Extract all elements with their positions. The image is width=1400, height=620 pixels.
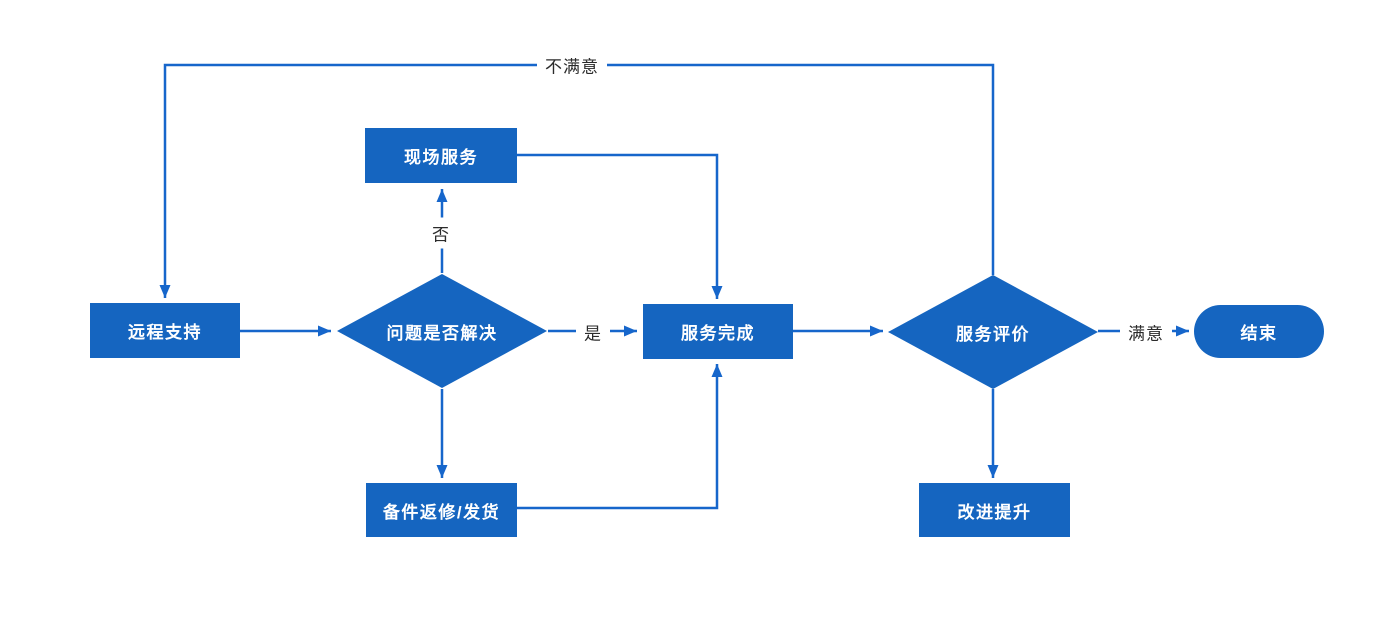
edge-eval-to-remote-unsatisfied <box>159 63 995 298</box>
node-end[interactable]: 结束 <box>1194 305 1324 358</box>
node-improvement[interactable]: 改进提升 <box>919 483 1070 537</box>
edge-label-yes: 是 <box>576 316 610 348</box>
node-service-complete[interactable]: 服务完成 <box>643 304 793 359</box>
edge-label-no: 否 <box>424 217 458 249</box>
edge-label-satisfied: 满意 <box>1120 316 1172 348</box>
node-parts-repair-shipping[interactable]: 备件返修/发货 <box>366 483 517 537</box>
edge-parts-to-complete <box>517 364 723 510</box>
node-onsite-service[interactable]: 现场服务 <box>365 128 517 183</box>
node-remote-support[interactable]: 远程支持 <box>90 303 240 358</box>
edge-onsite-to-complete <box>517 153 723 299</box>
edge-label-unsatisfied: 不满意 <box>537 49 607 81</box>
